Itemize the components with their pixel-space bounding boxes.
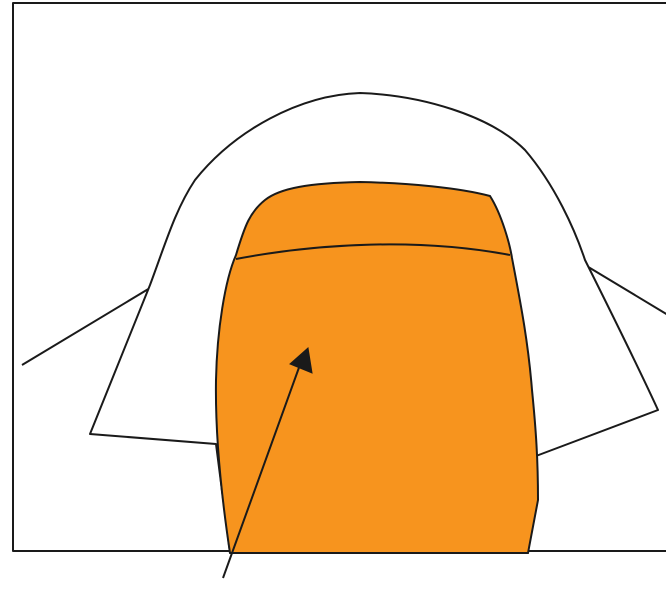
highlighted-region [216, 182, 538, 553]
